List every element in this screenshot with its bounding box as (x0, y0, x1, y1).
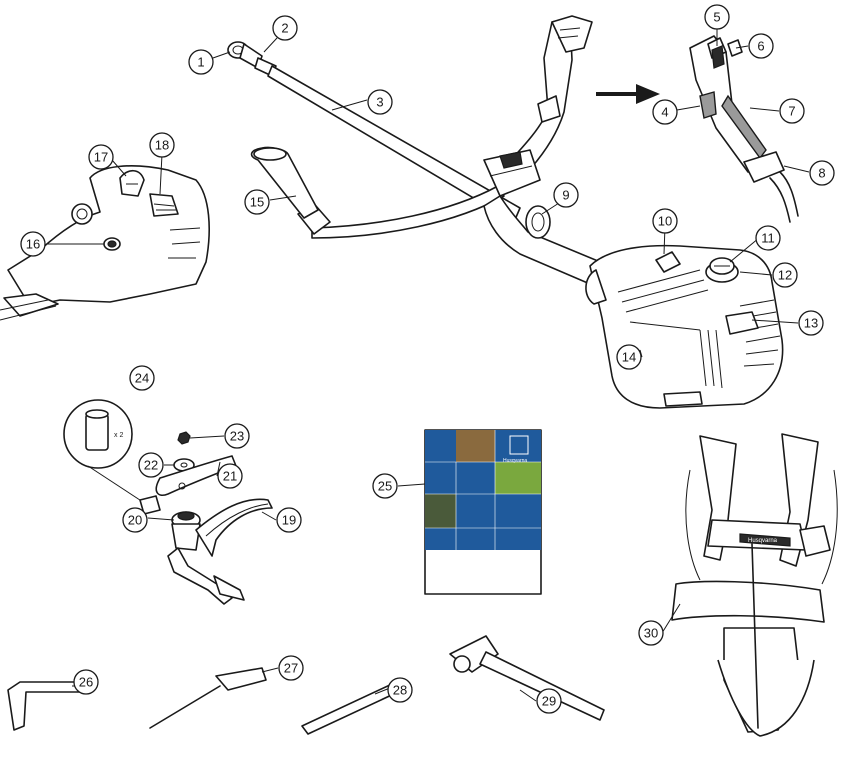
svg-text:26: 26 (79, 675, 93, 690)
svg-text:24: 24 (135, 371, 149, 386)
callout-11: 11 (755, 225, 781, 251)
callout-29: 29 (536, 688, 562, 714)
svg-text:30: 30 (644, 626, 658, 641)
svg-text:6: 6 (757, 39, 764, 54)
callout-28: 28 (387, 677, 413, 703)
svg-text:15: 15 (250, 195, 264, 210)
drive-shaft-end (227, 41, 277, 77)
engine-unit (585, 244, 784, 409)
callout-9: 9 (553, 182, 579, 208)
svg-text:13: 13 (804, 316, 818, 331)
svg-text:27: 27 (284, 661, 298, 676)
callout-3: 3 (367, 89, 393, 115)
svg-text:28: 28 (393, 683, 407, 698)
callout-2: 2 (272, 15, 298, 41)
svg-text:11: 11 (761, 231, 775, 246)
svg-text:23: 23 (230, 429, 244, 444)
callout-15: 15 (244, 189, 270, 215)
callout-13: 13 (798, 310, 824, 336)
svg-text:17: 17 (94, 150, 108, 165)
callout-10: 10 (652, 208, 678, 234)
callout-5: 5 (704, 4, 730, 30)
svg-text:18: 18 (155, 138, 169, 153)
callout-8: 8 (809, 160, 835, 186)
svg-text:2: 2 (281, 21, 288, 36)
callout-16: 16 (20, 231, 46, 257)
callout-14: 14 (616, 344, 642, 370)
svg-text:25: 25 (378, 479, 392, 494)
left-grip (250, 146, 319, 219)
svg-text:20: 20 (128, 513, 142, 528)
throttle-handle (689, 35, 799, 223)
callout-20: 20 (122, 507, 148, 533)
svg-text:4: 4 (661, 105, 668, 120)
manual-brand: Husqvarna (503, 458, 527, 464)
svg-text:29: 29 (542, 694, 556, 709)
barrier-loop (525, 205, 551, 239)
callout-21: 21 (217, 463, 243, 489)
svg-text:1: 1 (197, 55, 204, 70)
callout-26: 26 (73, 669, 99, 695)
svg-text:12: 12 (778, 268, 792, 283)
callout-4: 4 (652, 99, 678, 125)
callout-7: 7 (779, 98, 805, 124)
svg-text:14: 14 (622, 350, 636, 365)
callout-24: 24 (129, 365, 155, 391)
tools (7, 635, 605, 735)
blade-kit: x 2 (63, 399, 273, 605)
callout-23: 23 (224, 423, 250, 449)
callout-25: 25 (372, 473, 398, 499)
quantity-label: x 2 (114, 432, 123, 439)
callouts: 1 2 3 4 5 6 7 8 9 10 11 12 13 14 15 16 1… (20, 4, 835, 714)
harness-brand: Husqvarna (748, 538, 778, 544)
callout-22: 22 (138, 452, 164, 478)
svg-text:3: 3 (376, 95, 383, 110)
callout-30: 30 (638, 620, 664, 646)
harness (671, 433, 838, 737)
direction-arrow (596, 84, 660, 104)
svg-text:22: 22 (144, 458, 158, 473)
callout-27: 27 (278, 655, 304, 681)
callout-19: 19 (276, 507, 302, 533)
svg-text:5: 5 (713, 10, 720, 25)
main-trimmer (227, 15, 784, 409)
handle-clamp (483, 149, 541, 197)
callout-12: 12 (772, 262, 798, 288)
operator-manual: Husqvarna (424, 429, 542, 595)
svg-text:19: 19 (282, 513, 296, 528)
callout-6: 6 (748, 33, 774, 59)
svg-text:9: 9 (562, 188, 569, 203)
svg-text:8: 8 (818, 166, 825, 181)
leader-lines (46, 28, 810, 702)
callout-18: 18 (149, 132, 175, 158)
callout-17: 17 (88, 144, 114, 170)
svg-text:10: 10 (658, 214, 672, 229)
handle-bar (311, 185, 505, 239)
engine-closeup (0, 165, 210, 321)
svg-text:16: 16 (26, 237, 40, 252)
svg-text:7: 7 (788, 104, 795, 119)
svg-text:21: 21 (223, 469, 237, 484)
callout-1: 1 (188, 49, 214, 75)
